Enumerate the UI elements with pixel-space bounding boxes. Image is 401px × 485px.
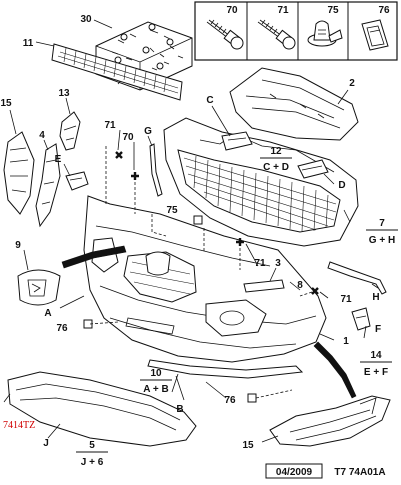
label-15-right: 15 [242,440,254,451]
strip-A [59,245,127,309]
label-8: 8 [297,280,303,291]
dashed-leaders [89,146,313,399]
label-D: D [338,180,345,191]
fraction-10-top: 10 [150,368,162,379]
label-76-lower: 76 [224,395,236,406]
trim-strip-G [147,135,163,197]
fraction-callout-12: 12 C + D [260,146,292,173]
side-reference-code: 7414TZ [3,420,35,431]
cross-marker-71 [115,151,123,159]
part-ref-71-header: 71 [277,5,289,16]
guide-E [63,163,89,191]
fraction-7-top: 7 [379,218,385,229]
plus-marker-71 [236,238,244,246]
part-ref-76-header: 76 [378,5,390,16]
cross-marker-71 [311,287,319,295]
label-70: 70 [122,132,134,143]
solid-leaders [117,129,367,401]
fraction-callout-10: 10 A + B [140,368,172,395]
fraction-callout-5: 5 J + 6 [76,440,108,468]
label-30: 30 [80,14,92,25]
logo-emblem-9 [17,249,61,306]
lower-lip-B [147,359,304,393]
upper-grille [163,117,359,247]
label-A: A [44,308,51,319]
bumper-cover-1 [83,195,327,363]
label-71-grille: 71 [254,258,266,269]
label-75: 75 [166,205,178,216]
label-71: 71 [104,120,116,131]
plus-marker-70 [131,172,139,180]
part-ref-70-header: 70 [226,5,238,16]
part-ref-75-header: 75 [327,5,339,16]
label-C: C [206,95,213,106]
label-71-right: 71 [340,294,352,305]
footer: 04/2009 T7 74A01A [265,463,386,479]
label-H: H [372,292,379,303]
label-9: 9 [15,240,21,251]
bracket-13 [59,97,81,151]
fraction-12-top: 12 [270,146,282,157]
fastener-panel: 70 71 75 76 [194,1,398,61]
square-marker-76 [247,393,257,403]
footer-date-box [265,463,323,479]
clip-75-drawing [307,20,343,47]
label-11: 11 [23,38,34,49]
fraction-7-bottom: G + H [369,235,395,246]
deflector-15-right [261,395,391,447]
lower-spoiler-J [3,371,197,447]
bracket-C [211,105,253,151]
trim-strip-H [327,261,387,295]
fraction-14-top: 14 [370,350,382,361]
label-F: F [375,324,381,335]
fraction-5-bottom: J + 6 [81,457,104,468]
bracket-F [351,307,371,331]
label-B: B [176,404,183,415]
strip-3 [243,267,285,293]
fraction-callout-14: 14 E + F [360,350,392,378]
lower-grille-11 [35,41,183,101]
side-bracket-4 [35,139,61,228]
callout-labels: 30 11 2 15 13 C 4 71 70 G E D 75 9 71 3 … [0,14,381,451]
label-4: 4 [39,130,45,141]
screw-71-drawing [257,19,296,50]
fraction-callout-7: 7 G + H [366,218,398,246]
grille-emblem [145,251,171,276]
label-15-left: 15 [0,98,12,109]
fraction-5-top: 5 [89,440,95,451]
square-marker-75 [193,215,203,225]
fraction-10-bottom: A + B [143,384,168,395]
label-13: 13 [58,88,70,99]
label-1: 1 [343,336,349,347]
screw-70-drawing [206,19,244,50]
fraction-12-bottom: C + D [263,162,289,173]
label-J: J [43,438,49,449]
strip-14 [313,341,357,399]
fraction-14-bottom: E + F [364,367,388,378]
label-G: G [144,126,152,137]
fastener-panel-frame [194,1,398,61]
bracket-D [297,159,335,185]
fastener-markers [83,151,319,403]
footer-code: T7 74A01A [334,467,385,478]
label-E: E [55,154,62,165]
label-2: 2 [349,78,355,89]
label-3: 3 [275,258,281,269]
label-76-left: 76 [56,323,68,334]
clip-76-drawing [361,19,389,51]
deflector-15-left [3,109,35,215]
crossmember-2 [229,67,359,141]
footer-date: 04/2009 [276,467,313,478]
